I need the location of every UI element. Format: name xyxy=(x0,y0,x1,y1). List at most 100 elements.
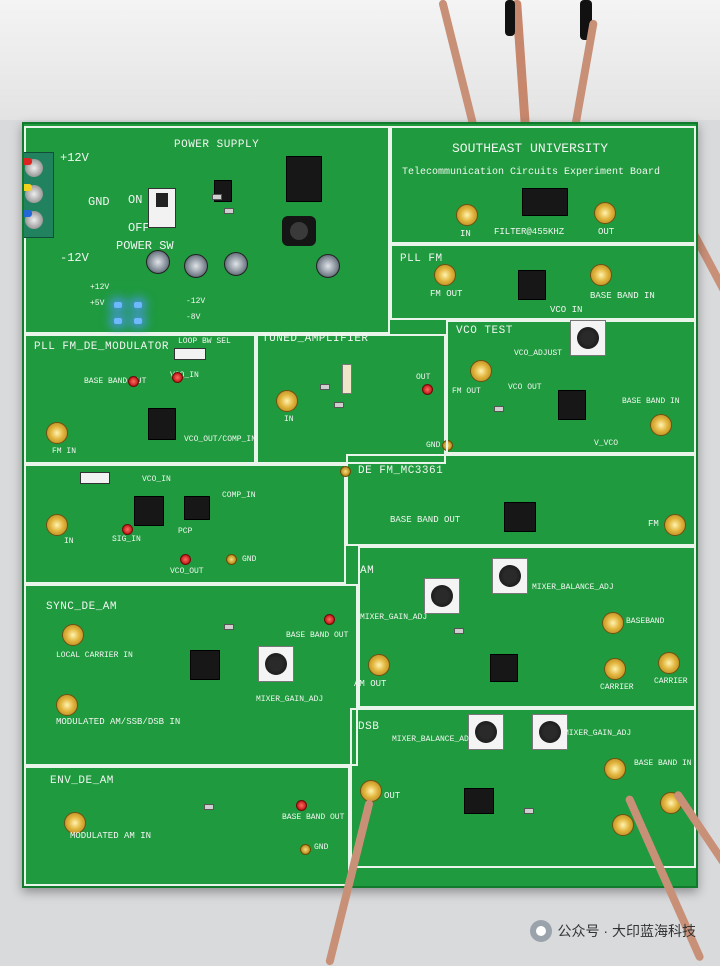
pcb-board: POWER SUPPLY +12V GND -12V ON OFF POWER … xyxy=(22,122,698,888)
rail-label: +12V xyxy=(90,283,110,292)
pll-block-comp-in: COMP_IN xyxy=(222,491,256,500)
test-point[interactable] xyxy=(172,372,183,383)
smd-component xyxy=(454,628,464,634)
pll-fm-de-section xyxy=(24,334,256,464)
dsb-section xyxy=(350,708,696,868)
test-point[interactable] xyxy=(122,524,133,535)
dsb-baseband-connector[interactable] xyxy=(604,758,626,780)
pll-block-in-connector[interactable] xyxy=(46,514,68,536)
pll-block-chip-b xyxy=(184,496,210,520)
env-out-tp[interactable] xyxy=(296,800,307,811)
loop-bw-switch[interactable] xyxy=(174,348,206,360)
pll-de-baseband-label: BASE BAND OUT xyxy=(84,377,147,386)
sync-out-tp[interactable] xyxy=(324,614,335,625)
env-title: ENV_DE_AM xyxy=(50,775,114,787)
am-gain-label: MIXER_GAIN_ADJ xyxy=(360,613,428,622)
am-carrier-connector-a[interactable] xyxy=(604,658,626,680)
smd-component xyxy=(320,384,330,390)
sync-modulated-connector[interactable] xyxy=(56,694,78,716)
am-baseband-label: BASEBAND xyxy=(626,617,665,626)
de-fm-fm-label: FM xyxy=(648,519,659,529)
am-baseband-connector[interactable] xyxy=(602,612,624,634)
sync-chip xyxy=(190,650,220,680)
power-terminal xyxy=(24,152,54,238)
env-modulated-label: MODULATED AM IN xyxy=(70,831,152,841)
filter-label: FILTER@455KHZ xyxy=(494,227,565,237)
sync-section xyxy=(24,584,358,766)
off-label: OFF xyxy=(128,221,150,235)
sync-modulated-label: MODULATED AM/SSB/DSB IN xyxy=(56,717,181,727)
regulator-chip xyxy=(286,156,322,202)
dsb-balance-pot[interactable] xyxy=(468,714,504,750)
filter-out-label: OUT xyxy=(598,227,615,237)
pll-baseband-connector[interactable] xyxy=(590,264,612,286)
dsb-out-label: OUT xyxy=(384,791,401,801)
blue-wire xyxy=(24,210,32,217)
tuned-in-connector[interactable] xyxy=(276,390,298,412)
pll-fm-title: PLL FM xyxy=(400,253,443,265)
am-out-connector[interactable] xyxy=(368,654,390,676)
watermark: 公众号 · 大印蓝海科技 xyxy=(529,920,696,942)
env-modulated-connector[interactable] xyxy=(64,812,86,834)
dsb-gain-pot[interactable] xyxy=(532,714,568,750)
vco-baseband-label: BASE BAND IN xyxy=(622,397,680,406)
rail-label: +5V xyxy=(90,299,105,308)
sync-local-connector[interactable] xyxy=(62,624,84,646)
pll-block-gnd: GND xyxy=(242,555,257,564)
dsb-extra-connector[interactable] xyxy=(612,814,634,836)
am-title: AM xyxy=(360,565,375,577)
pll-fm-out-connector[interactable] xyxy=(434,264,456,286)
am-carrier-connector-b[interactable] xyxy=(658,652,680,674)
pll-de-chip xyxy=(148,408,176,440)
am-gain-pot[interactable] xyxy=(424,578,460,614)
am-carrier-label-a: CARRIER xyxy=(600,683,634,692)
dsb-out-connector[interactable] xyxy=(360,780,382,802)
plus12v-label: +12V xyxy=(60,151,89,165)
tuned-amplifier-section xyxy=(256,334,446,464)
vco-baseband-connector[interactable] xyxy=(650,414,672,436)
pll-block-sig-in: SIG_IN xyxy=(112,535,141,544)
env-gnd-tp[interactable] xyxy=(300,844,311,855)
test-point[interactable] xyxy=(180,554,191,565)
watermark-text: 公众号 · 大印蓝海科技 xyxy=(557,923,696,939)
sync-baseband-label: BASE BAND OUT xyxy=(286,631,349,640)
pll-de-fm-in-connector[interactable] xyxy=(46,422,68,444)
vco-adjust-label: VCO_ADJUST xyxy=(514,349,563,358)
power-switch[interactable] xyxy=(148,188,176,228)
de-fm-gnd-tp[interactable] xyxy=(340,466,351,477)
env-section xyxy=(24,766,350,886)
test-point[interactable] xyxy=(128,376,139,387)
filter-in-connector[interactable] xyxy=(456,204,478,226)
sync-gain-pot[interactable] xyxy=(258,646,294,682)
smd-component xyxy=(494,406,504,412)
smd-component xyxy=(524,808,534,814)
pll-block-switch[interactable] xyxy=(80,472,110,484)
smd-component xyxy=(334,402,344,408)
am-balance-pot[interactable] xyxy=(492,558,528,594)
de-fm-chip xyxy=(504,502,536,532)
tuned-out-tp[interactable] xyxy=(422,384,433,395)
de-fm-baseband-label: BASE BAND OUT xyxy=(390,515,461,525)
filter-out-connector[interactable] xyxy=(594,202,616,224)
board-subtitle: Telecommunication Circuits Experiment Bo… xyxy=(402,167,661,178)
env-baseband-label: BASE BAND OUT xyxy=(282,813,345,822)
vco-adjust-pot[interactable] xyxy=(570,320,606,356)
filter-in-label: IN xyxy=(460,229,471,239)
black-cable xyxy=(505,0,515,36)
v-vco-label: V_VCO xyxy=(594,439,619,448)
pll-fm-out-label: FM OUT xyxy=(430,289,463,299)
de-fm-connector[interactable] xyxy=(664,514,686,536)
dsb-title: DSB xyxy=(358,721,380,733)
blue-led xyxy=(134,318,142,324)
rail-label: -12V xyxy=(186,297,206,306)
loop-bw-label: LOOP BW SEL xyxy=(178,337,231,346)
tuned-in-label: IN xyxy=(284,415,294,424)
blue-led xyxy=(114,302,122,308)
capacitor xyxy=(184,254,208,278)
sync-title: SYNC_DE_AM xyxy=(46,601,118,613)
on-label: ON xyxy=(128,193,143,207)
vco-fm-out-connector[interactable] xyxy=(470,360,492,382)
dsb-balance-label: MIXER_BALANCE_ADJ xyxy=(392,735,474,744)
test-point[interactable] xyxy=(226,554,237,565)
dsb-baseband-label: BASE BAND IN xyxy=(634,759,692,768)
